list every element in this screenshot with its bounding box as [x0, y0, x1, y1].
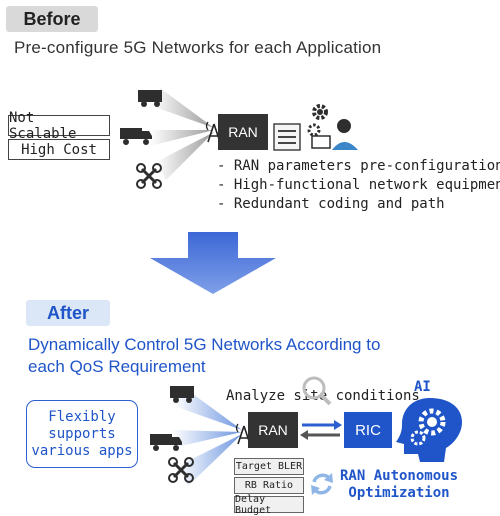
before-ran-box: RAN — [218, 114, 268, 150]
autonomous-optimization-label: RAN Autonomous Optimization — [340, 468, 458, 502]
bullet-1: - RAN parameters pre-configuration — [217, 158, 500, 174]
truck-icon — [150, 434, 182, 451]
label-not-scalable: Not Scalable — [8, 110, 110, 142]
after-title-line1: Dynamically Control 5G Networks Accordin… — [28, 335, 381, 354]
before-beams — [150, 88, 214, 180]
after-ran-box: RAN — [248, 412, 298, 448]
param-delay-budget: Delay Budget — [234, 494, 304, 516]
gear-icon — [410, 430, 426, 446]
after-badge: After — [26, 300, 110, 326]
flex-line-2: supports — [48, 425, 116, 442]
label-high-cost: High Cost — [8, 139, 110, 160]
beam-mid — [172, 430, 242, 448]
exchange-arrows — [300, 420, 342, 440]
opt-line-1: RAN Autonomous — [340, 468, 459, 484]
down-arrow-icon — [150, 232, 276, 294]
param-target-bler: Target BLER — [234, 458, 304, 475]
beam-mid — [150, 130, 214, 146]
gear-icon — [312, 104, 328, 120]
truck-icon — [138, 90, 162, 107]
ric-box: RIC — [344, 412, 392, 448]
operator-icon — [307, 104, 358, 150]
opt-line-2: Optimization — [348, 485, 450, 501]
after-title-line2: each QoS Requirement — [28, 357, 206, 376]
drone-icon — [168, 457, 194, 483]
gear-icon — [418, 408, 446, 436]
cycle-icon — [311, 473, 333, 495]
truck-icon — [170, 386, 194, 403]
server-icon — [273, 123, 301, 151]
beam-top — [152, 88, 214, 128]
bullet-2: - High-functional network equipment — [217, 177, 500, 193]
ai-label: AI — [414, 379, 431, 395]
beam-bottom — [178, 434, 242, 486]
flex-line-3: various apps — [31, 442, 133, 459]
drone-icon — [136, 163, 162, 189]
ai-head-icon — [396, 398, 462, 462]
magnifier-icon — [302, 376, 332, 406]
beam-bottom — [156, 132, 214, 180]
flex-line-1: Flexibly — [48, 408, 116, 425]
flexibly-supports-box: Flexibly supports various apps — [26, 400, 138, 468]
param-rb-ratio: RB Ratio — [234, 477, 304, 494]
before-badge: Before — [6, 6, 98, 32]
truck-icon — [120, 128, 152, 145]
after-title: Dynamically Control 5G Networks Accordin… — [28, 334, 478, 378]
bullet-3: - Redundant coding and path — [217, 196, 445, 212]
before-title: Pre-configure 5G Networks for each Appli… — [14, 38, 382, 57]
gear-icon — [307, 123, 321, 137]
